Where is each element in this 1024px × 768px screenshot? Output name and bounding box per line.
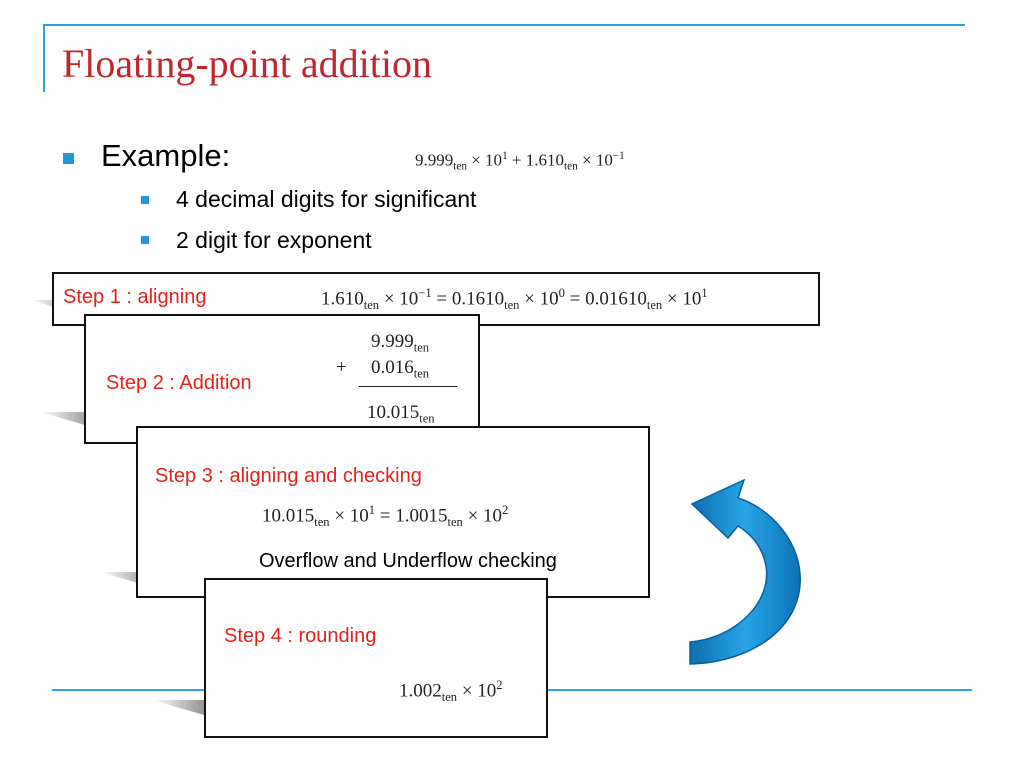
step4-expression: 1.002ten × 102 — [399, 678, 503, 704]
slide-title: Floating-point addition — [62, 41, 432, 86]
step2-sum: 10.015ten — [367, 402, 435, 426]
step2-addend1: 9.999ten — [371, 331, 430, 355]
bullet-square-icon — [63, 153, 74, 164]
left-rule — [43, 24, 45, 92]
example-bullet: Example: — [101, 138, 231, 173]
example-expression: 9.999ten × 101 + 1.610ten × 10−1 — [415, 150, 625, 173]
step2-plus-sign: + — [336, 357, 347, 378]
sub-bullet-exponent: 2 digit for exponent — [176, 227, 372, 253]
sub-bullet-square-icon — [141, 196, 149, 204]
step2-box: Step 2 : Addition 9.999ten + 0.016ten 10… — [84, 314, 480, 444]
step3-expression: 10.015ten × 101 = 1.0015ten × 102 — [262, 503, 509, 529]
sub-bullet-square-icon — [141, 236, 149, 244]
step3-box: Step 3 : aligning and checking 10.015ten… — [136, 426, 650, 598]
step4-label: Step 4 : rounding — [224, 625, 377, 647]
step1-label: Step 1 : aligning — [63, 286, 207, 308]
sub-bullet-digits: 4 decimal digits for significant — [176, 186, 477, 212]
step1-expression: 1.610ten × 10−1 = 0.1610ten × 100 = 0.01… — [321, 286, 708, 312]
curved-arrow-icon — [689, 478, 801, 665]
step3-label: Step 3 : aligning and checking — [155, 465, 422, 487]
step4-box: Step 4 : rounding 1.002ten × 102 — [204, 578, 548, 738]
step3-note: Overflow and Underflow checking — [259, 550, 557, 572]
top-rule — [43, 24, 965, 26]
step2-sum-line — [359, 386, 457, 387]
step2-label: Step 2 : Addition — [106, 372, 252, 394]
step2-addend2: 0.016ten — [371, 357, 430, 381]
